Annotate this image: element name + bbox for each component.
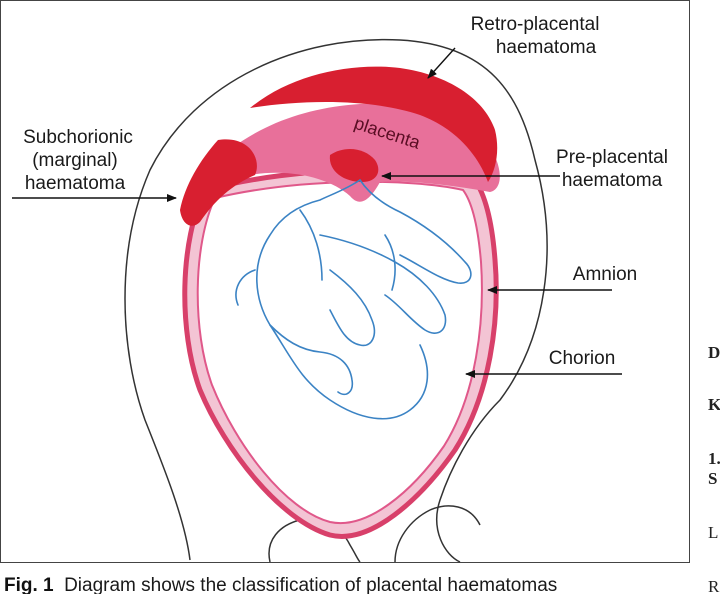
amnion-label: Amnion	[573, 264, 637, 285]
uterus-outline	[124, 38, 548, 563]
subchorionic-label-line1: Subchorionic	[23, 127, 133, 148]
pre-placental-haematoma	[329, 148, 379, 182]
subchorionic-haematoma	[180, 139, 257, 226]
side-text-l: L	[708, 523, 718, 542]
side-text-k: K	[708, 395, 720, 414]
side-text-r: R	[708, 577, 720, 594]
fetus	[235, 179, 472, 420]
retro-placental-label-line2: haematoma	[496, 37, 597, 58]
figure-panel-border	[0, 0, 690, 563]
amnion-membrane	[196, 180, 483, 525]
pre-placental-label-line1: Pre-placental	[556, 147, 668, 168]
figure-caption: Fig. 1 Diagram shows the classification …	[4, 575, 557, 594]
side-text-d: D	[708, 343, 720, 362]
subchorionic-label-line3: haematoma	[25, 173, 126, 194]
side-text-s: S	[708, 469, 717, 488]
subchorionic-label-line2: (marginal)	[32, 150, 118, 171]
figure-caption-prefix: Fig. 1	[4, 575, 54, 594]
figure-caption-text: Diagram shows the classification of plac…	[64, 575, 557, 594]
pre-placental-label-line2: haematoma	[562, 170, 663, 191]
side-text-1: 1.	[708, 449, 720, 468]
retro-placental-label-line1: Retro-placental	[471, 14, 600, 35]
chorion-label: Chorion	[549, 348, 616, 369]
retro-placental-haematoma	[250, 66, 498, 182]
